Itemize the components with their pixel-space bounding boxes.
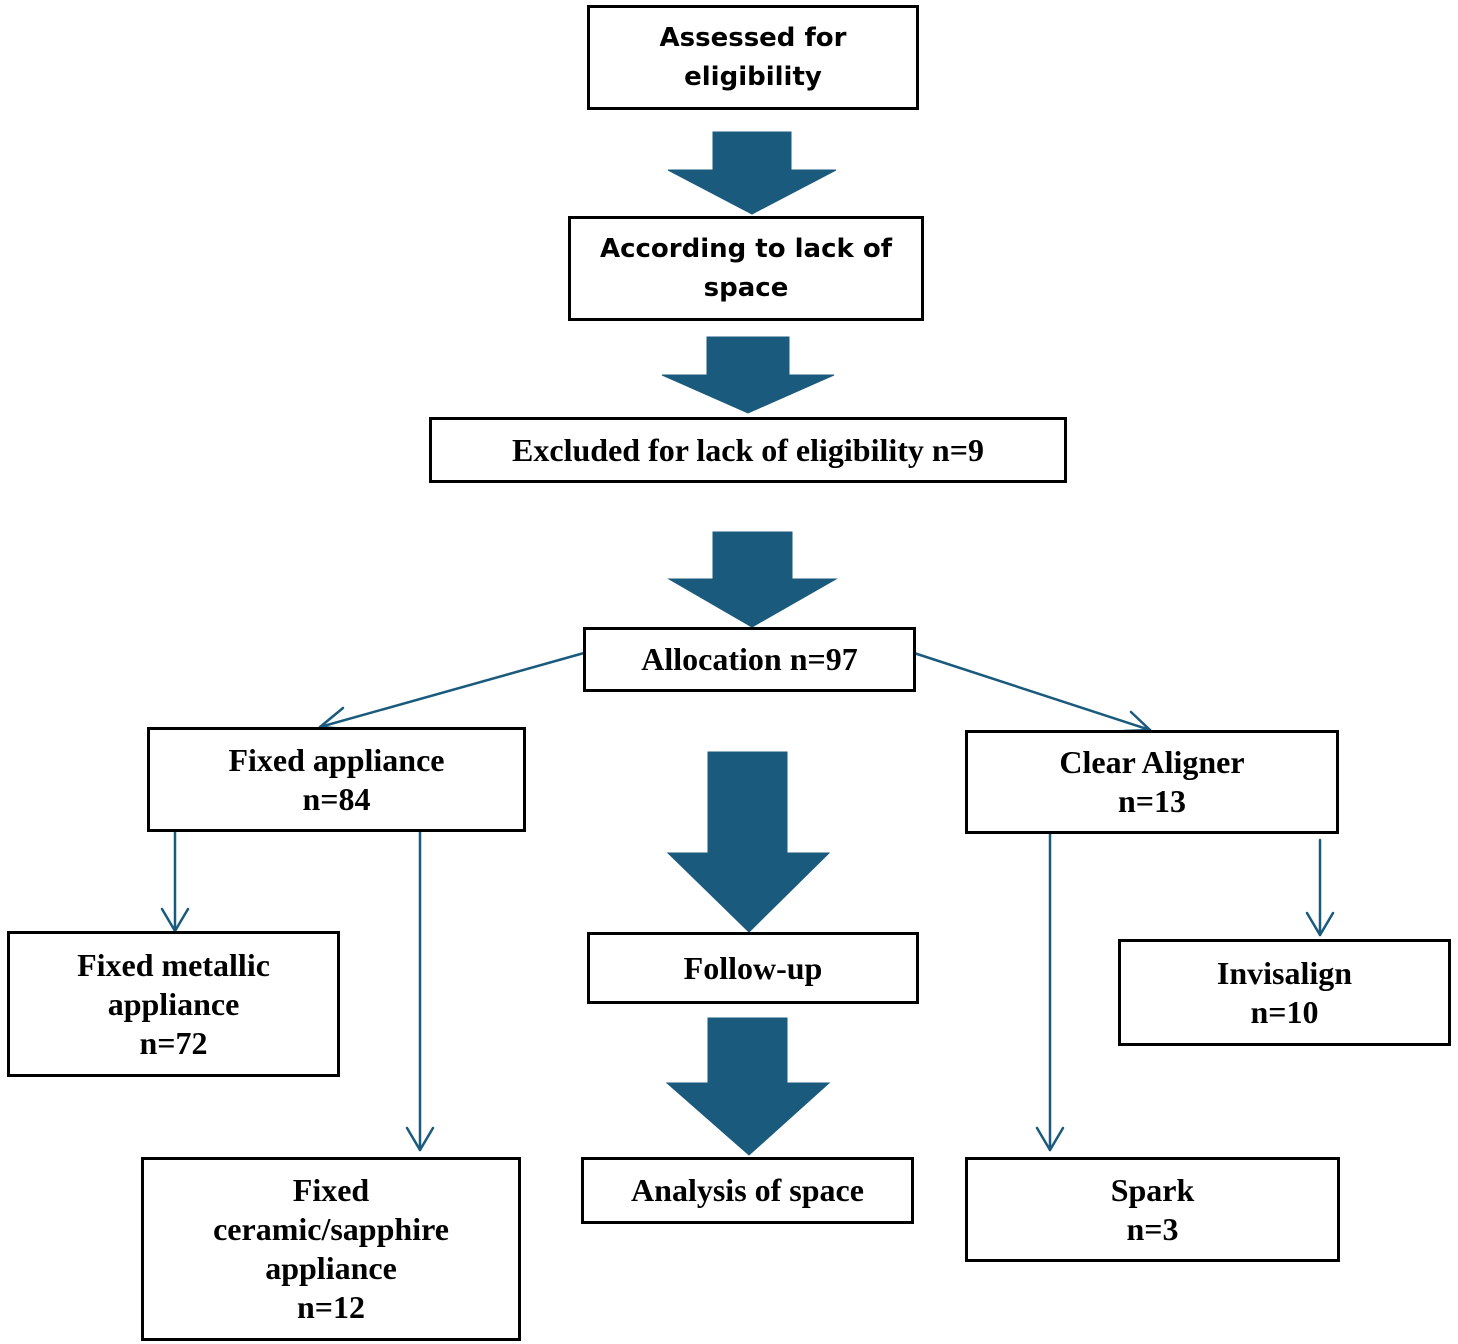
fixed-line-1: Fixed appliance xyxy=(228,741,445,778)
clear-line-2: n=13 xyxy=(1117,783,1187,819)
line-arrow-allocation-to-clear xyxy=(912,651,1152,733)
allocation-box: Allocation n=97 xyxy=(583,627,916,692)
spark-box: Spark n=3 xyxy=(965,1157,1340,1262)
ceramic-line-1: Fixed xyxy=(292,1172,370,1208)
fixed-appliance-box: Fixed appliance n=84 xyxy=(147,727,526,832)
invisalign-line-1: Invisalign xyxy=(1216,954,1353,991)
fixed-metallic-box: Fixed metallic appliance n=72 xyxy=(7,931,340,1077)
line-arrow-clear-to-spark xyxy=(1035,831,1065,1152)
spark-line-1: Spark xyxy=(1110,1171,1195,1208)
fixed-ceramic-sapphire-box: Fixed ceramic/sapphire appliance n=12 xyxy=(141,1157,521,1341)
excluded-line-1: Excluded for lack of eligibility n=9 xyxy=(512,431,984,468)
invisalign-line-2: n=10 xyxy=(1250,993,1319,1030)
metallic-line-2: appliance xyxy=(107,985,240,1022)
block-arrow-allocation-to-follow-up xyxy=(666,751,831,933)
lack-space-line-1: According to lack of xyxy=(599,233,893,264)
metallic-line-3: n=72 xyxy=(139,1024,208,1061)
follow-up-line-1: Follow-up xyxy=(683,949,823,986)
line-arrow-allocation-to-fixed xyxy=(318,651,586,731)
ceramic-line-2: ceramic/sapphire xyxy=(213,1211,449,1247)
assessed-for-eligibility-box: Assessed for eligibility xyxy=(587,5,919,110)
line-arrow-fixed-to-ceramic xyxy=(405,824,435,1152)
invisalign-box: Invisalign n=10 xyxy=(1118,939,1451,1046)
allocation-line-1: Allocation n=97 xyxy=(641,641,858,677)
assessed-line-2: eligibility xyxy=(684,61,822,92)
block-arrow-assessed-to-lack-space xyxy=(667,131,837,215)
block-arrow-follow-up-to-analysis xyxy=(665,1017,831,1156)
lack-of-space-box: According to lack of space xyxy=(568,216,924,321)
line-arrow-clear-to-invisalign xyxy=(1305,838,1335,937)
analysis-line-1: Analysis of space xyxy=(631,1172,864,1208)
metallic-line-1: Fixed metallic xyxy=(77,946,270,983)
fixed-line-2: n=84 xyxy=(302,780,371,817)
assessed-line-1: Assessed for xyxy=(659,22,847,53)
follow-up-box: Follow-up xyxy=(587,932,919,1004)
ceramic-line-3: appliance xyxy=(265,1250,397,1286)
clear-aligner-box: Clear Aligner n=13 xyxy=(965,730,1339,834)
block-arrow-lack-space-to-excluded xyxy=(661,336,835,414)
line-arrow-fixed-to-metallic xyxy=(160,829,190,933)
excluded-box: Excluded for lack of eligibility n=9 xyxy=(429,417,1067,483)
analysis-of-space-box: Analysis of space xyxy=(581,1157,914,1224)
ceramic-line-4: n=12 xyxy=(296,1289,366,1325)
block-arrow-excluded-to-allocation xyxy=(667,531,838,628)
lack-space-line-2: space xyxy=(703,272,789,303)
clear-line-1: Clear Aligner xyxy=(1059,744,1245,780)
spark-line-2: n=3 xyxy=(1126,1210,1179,1247)
